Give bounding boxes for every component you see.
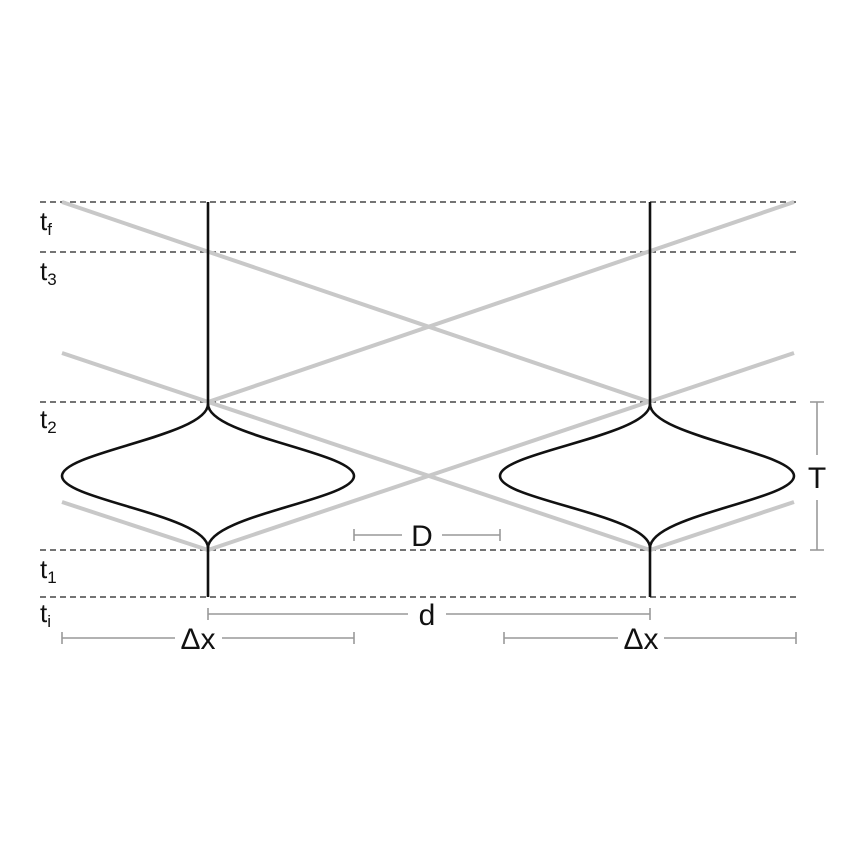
time-label-tf: tf <box>40 206 52 239</box>
light-ray-2 <box>61 351 651 552</box>
worldlines <box>60 202 796 597</box>
light-ray-5 <box>61 500 209 552</box>
light-ray-6 <box>649 500 795 552</box>
time-label-t3: t3 <box>40 256 57 289</box>
time-label-t1: t1 <box>40 554 57 587</box>
worldline-left-branch <box>206 403 356 549</box>
time-lines <box>40 201 796 598</box>
dim-label-T: T <box>808 462 826 495</box>
time-label-ti: ti <box>40 598 51 631</box>
worldline-right-branch <box>648 403 796 549</box>
worldline-right <box>498 202 652 597</box>
time-label-t2: t2 <box>40 404 57 437</box>
worldline-left <box>60 202 210 597</box>
dim-label-D: D <box>411 520 433 553</box>
light-ray-1 <box>61 200 651 404</box>
dim-label-delta-x-left: Δx <box>180 623 215 656</box>
dim-label-d: d <box>419 599 436 632</box>
light-ray-4 <box>207 351 795 552</box>
light-ray-3 <box>207 200 795 404</box>
time-labels: tf t3 t2 t1 ti <box>40 206 57 631</box>
dimension-lines <box>61 401 824 644</box>
light-rays <box>61 200 795 552</box>
dimension-labels: T D d Δx Δx <box>180 462 826 656</box>
dim-label-delta-x-right: Δx <box>623 623 658 656</box>
